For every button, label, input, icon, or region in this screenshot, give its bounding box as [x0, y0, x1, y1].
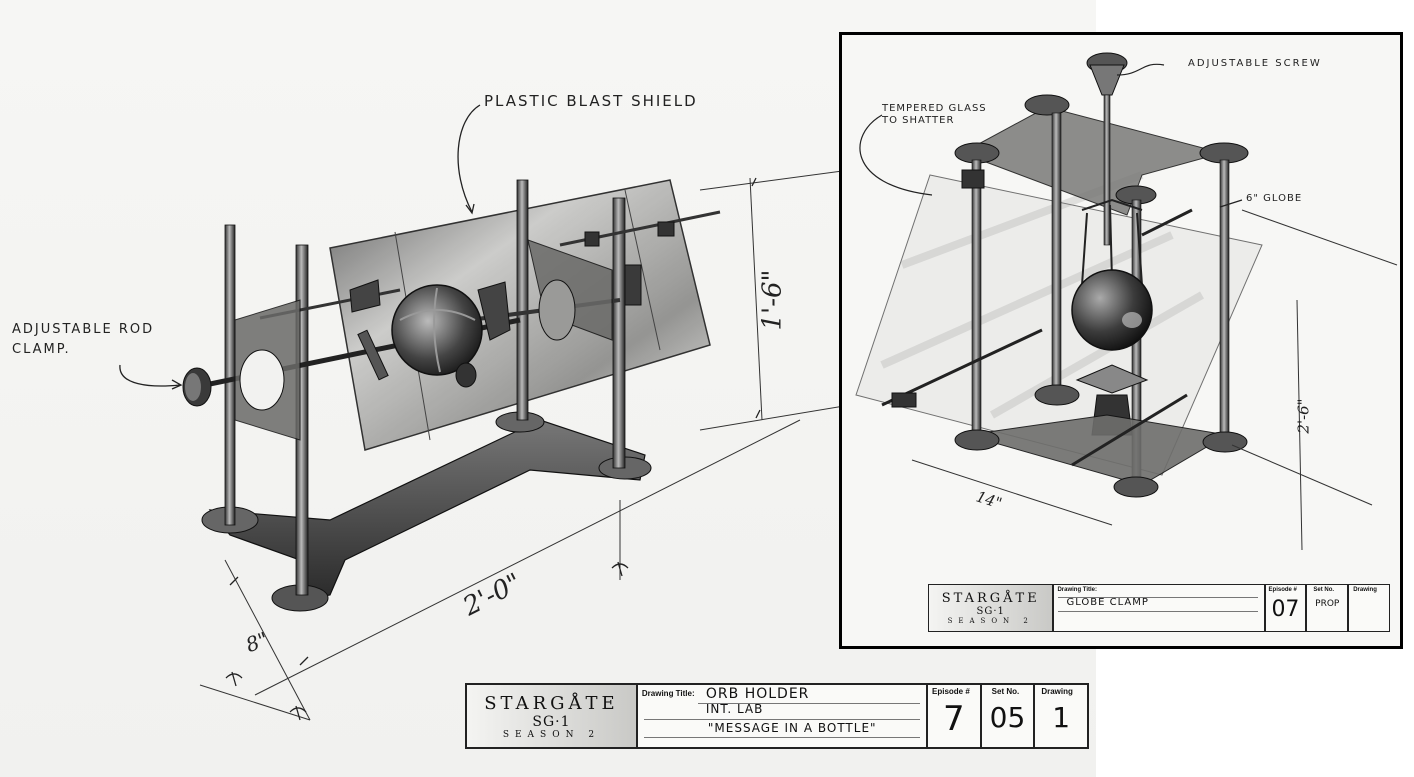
drawing-value: 1 [1052, 701, 1071, 734]
episode-value-right: 07 [1271, 597, 1300, 622]
title-line-3: "MESSAGE IN A BOTTLE" [707, 721, 877, 735]
drawing-title-cell: Drawing Title: ORB HOLDER INT. LAB "MESS… [638, 685, 928, 747]
title-line-1: ORB HOLDER [705, 686, 810, 702]
episode-cell: Episode # 7 [928, 685, 982, 747]
left-title-block: STARGÅTE SG·1 SEASON 2 Drawing Title: OR… [465, 683, 1089, 749]
tempered-glass-callout-line1: TEMPERED GLASS [882, 103, 987, 114]
orb-holder-sketch [119, 104, 1001, 721]
right-title-block: STARGÅTE SG·1 SEASON 2 Drawing Title: GL… [928, 584, 1390, 632]
tempered-glass-callout-line2: TO SHATTER [882, 115, 955, 126]
adjustable-screw-callout: ADJUSTABLE SCREW [1188, 58, 1322, 69]
drawing-cell: Drawing 1 [1035, 685, 1087, 747]
globe-clamp-sheet: ADJUSTABLE SCREW TEMPERED GLASS TO SHATT… [839, 32, 1403, 649]
drawing-title-cell-right: Drawing Title: GLOBE CLAMP [1054, 585, 1266, 631]
episode-value: 7 [943, 699, 965, 739]
blast-shield-callout: PLASTIC BLAST SHIELD [484, 92, 698, 110]
height-dimension-right: 2'-6" [1294, 398, 1313, 434]
globe-callout: 6" GLOBE [1246, 193, 1303, 204]
set-value-right: PROP [1315, 599, 1340, 609]
stargate-logo: STARGÅTE SG·1 SEASON 2 [467, 685, 638, 747]
rod-clamp-callout-line2: CLAMP. [12, 342, 71, 357]
set-cell: Set No. 05 [982, 685, 1036, 747]
episode-cell-right: Episode # 07 [1266, 585, 1308, 631]
set-value: 05 [989, 701, 1026, 734]
stargate-logo-right: STARGÅTE SG·1 SEASON 2 [929, 585, 1055, 631]
rod-clamp-callout-line1: ADJUSTABLE ROD [12, 322, 155, 337]
title-line-2: INT. LAB [705, 702, 764, 716]
drawing-cell-right: Drawing [1353, 587, 1377, 593]
set-cell-right: Set No. PROP [1307, 585, 1350, 631]
globe-clamp-title: GLOBE CLAMP [1066, 597, 1149, 608]
height-dimension: 1'-6" [757, 269, 788, 331]
globe-clamp-sketch [855, 52, 1398, 551]
